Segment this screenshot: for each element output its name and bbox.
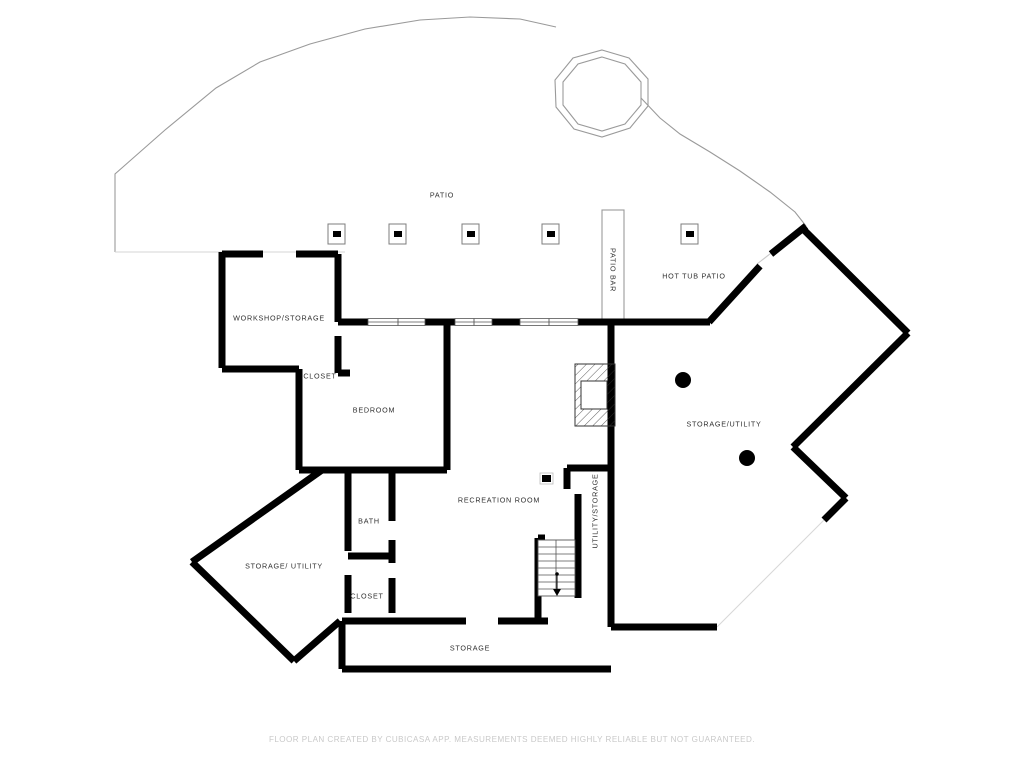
openings-group xyxy=(367,318,579,326)
round-column-icon xyxy=(675,372,691,388)
round-column-icon xyxy=(739,450,755,466)
square-post-icon xyxy=(327,223,346,245)
square-post-icon xyxy=(461,223,480,245)
footer-disclaimer: FLOOR PLAN CREATED BY CUBICASA APP. MEAS… xyxy=(268,735,756,744)
right-wing-wall-s-notch xyxy=(821,495,849,523)
square-post-icon xyxy=(680,223,699,245)
square-post-icon xyxy=(541,223,560,245)
storage-utility-right-thin-edge xyxy=(716,518,826,628)
round-deck-outer-outline xyxy=(554,49,649,138)
left-storage-wall-se xyxy=(291,618,343,664)
left-storage-wall-sw xyxy=(189,559,297,664)
right-wing-wall-se xyxy=(790,330,911,450)
round-deck-inner-outline xyxy=(562,56,642,132)
right-wing-wall-ne xyxy=(798,224,911,336)
patio-outline-east xyxy=(640,97,807,227)
left-storage-wall-nw xyxy=(189,467,325,565)
staircase xyxy=(537,539,576,597)
patio-outline-group xyxy=(114,16,807,253)
round-columns-group xyxy=(675,372,755,466)
patio-posts-group xyxy=(327,223,699,245)
patio-exterior-outline xyxy=(114,16,557,252)
patio-bar-outline xyxy=(601,209,625,323)
interior-square-post-icon xyxy=(539,472,554,485)
square-post-icon xyxy=(388,223,407,245)
hatched-fireplace-icon xyxy=(574,363,616,427)
hot-tub-patio-wall-angled xyxy=(706,263,763,325)
stair-down-arrow-icon xyxy=(553,572,561,596)
right-wing-wall-e-notch xyxy=(790,444,849,501)
structural-walls-group xyxy=(189,223,911,673)
